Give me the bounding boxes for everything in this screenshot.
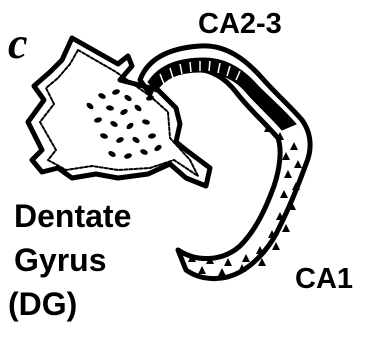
dentate-gyrus-label-line3: (DG) <box>8 288 77 320</box>
ca2-3-label: CA2-3 <box>198 10 282 39</box>
dentate-gyrus-label-line1: Dentate <box>14 200 131 232</box>
dentate-gyrus-label-line2: Gyrus <box>14 244 106 276</box>
dentate-granule-cells <box>85 88 162 159</box>
panel-letter: c <box>8 22 28 66</box>
ca1-label: CA1 <box>295 265 353 294</box>
ca1-pyramidal-cells <box>188 124 302 276</box>
